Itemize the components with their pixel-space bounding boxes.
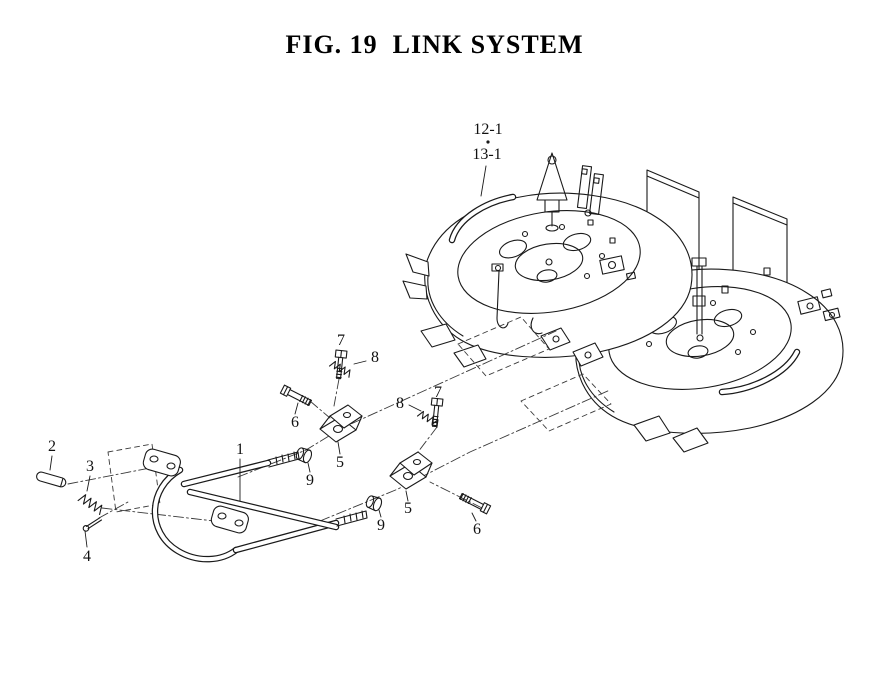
part-5-bracket-right: [389, 451, 433, 490]
deck-left-hanger-bracket: [599, 255, 625, 275]
frame-pivot-plate-lower: [210, 505, 249, 534]
part-label-3: 3: [86, 458, 94, 475]
figure-title: FIG. 19 LINK SYSTEM: [285, 30, 584, 59]
part-label-2: 2: [48, 438, 56, 455]
part-label-5-left: 5: [336, 454, 344, 471]
part-label-4: 4: [83, 548, 91, 565]
part-3-spring: [77, 492, 106, 516]
part-label-1: 1: [236, 441, 244, 458]
deck-left-shell: [424, 192, 693, 358]
part-9-nut-left: [294, 445, 314, 465]
part-5-bracket-left: [319, 404, 363, 443]
deck-left-link-bracket: [540, 327, 571, 351]
frame-pivot-plate-upper: [142, 448, 181, 477]
deck-right-hanger-bracket: [797, 296, 821, 315]
part-label-13-1: 13-1: [472, 146, 502, 163]
part-6-bolt-left: [279, 384, 313, 408]
part-7-bolt-right: [428, 397, 444, 428]
part-4-cotter-pin: [82, 517, 103, 532]
center-line-upper: [237, 330, 557, 478]
leader-lines: [49, 140, 490, 548]
hardware-parts: [36, 349, 492, 532]
link-frame-part-1: [142, 448, 368, 563]
part-2-clevis-pin: [36, 471, 67, 488]
part-label-6-right: 6: [473, 521, 481, 538]
dashed-mount-outline-deck-left: [457, 316, 550, 377]
part-label-9-right: 9: [377, 517, 385, 534]
part-label-6-left: 6: [291, 414, 299, 431]
mower-deck-left: [402, 152, 693, 368]
part-label-8-left: 8: [371, 349, 379, 366]
part-9-nut-right: [364, 493, 384, 513]
part-6-bolt-right: [458, 491, 492, 515]
deck-right-front-bracket: [633, 415, 671, 442]
deck-left-lift-hook: [496, 317, 509, 329]
part-label-9-left: 9: [306, 472, 314, 489]
deck-left-side-bracket: [405, 253, 430, 277]
part-label-7-left: 7: [337, 332, 345, 349]
part-label-12-1: 12-1: [473, 121, 503, 138]
adjuster-side-bracket: [576, 165, 593, 210]
dashed-mount-outline-deck-right: [520, 373, 612, 432]
dashed-mount-outline-left: [107, 443, 161, 513]
deck-right-adjuster-rod: [691, 257, 707, 267]
deck-left-top-surface: [457, 210, 641, 314]
label-bullet-dot: [486, 140, 490, 144]
part-label-7-right: 7: [434, 384, 442, 401]
deck-right-top-surface: [608, 286, 792, 390]
part-label-8-right: 8: [396, 395, 404, 412]
part-label-5-right: 5: [404, 500, 412, 517]
